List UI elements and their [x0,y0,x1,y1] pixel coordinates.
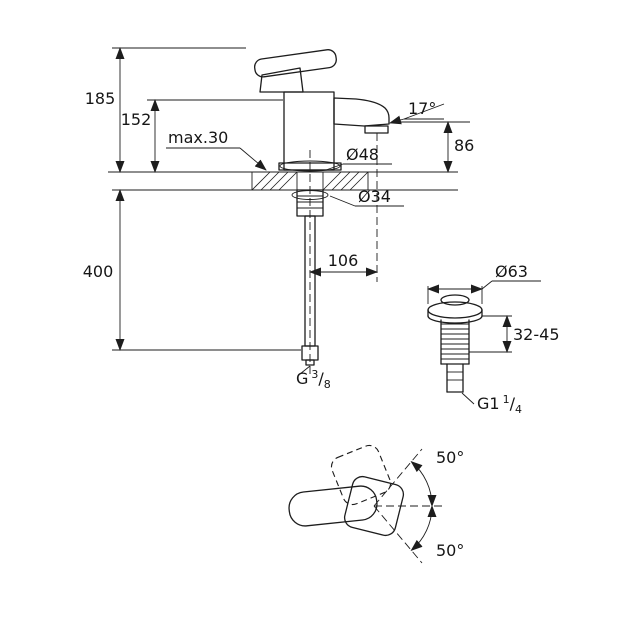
d34-leader [329,195,356,207]
label-d34: Ø34 [358,187,391,206]
faucet-side-view [253,49,390,375]
label-86: 86 [454,136,474,155]
angle17-ref [403,103,445,120]
supply-shank-and-hose [296,189,324,366]
label-max30: max.30 [168,128,228,147]
d63-leader [481,280,493,290]
label-swivel-top: 50° [436,448,464,467]
label-3245: 32-45 [513,325,560,344]
faucet-lever [253,49,337,78]
label-400: 400 [83,262,114,281]
swivel-ray-lower [373,505,423,564]
spout-aerator [364,125,389,134]
label-d63: Ø63 [495,262,528,281]
waste-flange-underside [427,315,483,324]
counter-section [108,171,458,200]
faucet-body [283,91,335,171]
faucet-spout [333,97,390,127]
swivel-arc-lower [410,505,437,552]
g38-leader [299,365,311,375]
d48-leader [325,163,344,171]
label-17deg: 17° [408,99,436,118]
label-d48: Ø48 [346,145,379,164]
popup-waste-valve [427,294,483,393]
label-106: 106 [328,251,359,270]
handle-top-view [288,444,446,564]
swivel-arc-upper [410,460,437,507]
handle-lever-top [288,485,378,527]
handle-rotated-position [330,444,392,506]
waste-cap [440,294,470,306]
label-185: 185 [85,89,116,108]
swivel-ray-upper [373,448,423,507]
handle-cap-top [343,475,405,537]
max30-leader [239,147,267,171]
g114-leader [461,392,475,405]
dimension-labels: 185 152 max.30 400 17° 86 Ø48 Ø34 106 Ø6… [83,89,560,560]
label-152: 152 [121,110,152,129]
label-swivel-bottom: 50° [436,541,464,560]
hose-connector-tip [305,359,315,366]
base-diameter-ellipse [279,160,341,172]
dimension-lines [112,47,541,405]
counter-hatching [251,171,369,191]
waste-thread-lines [441,323,469,360]
